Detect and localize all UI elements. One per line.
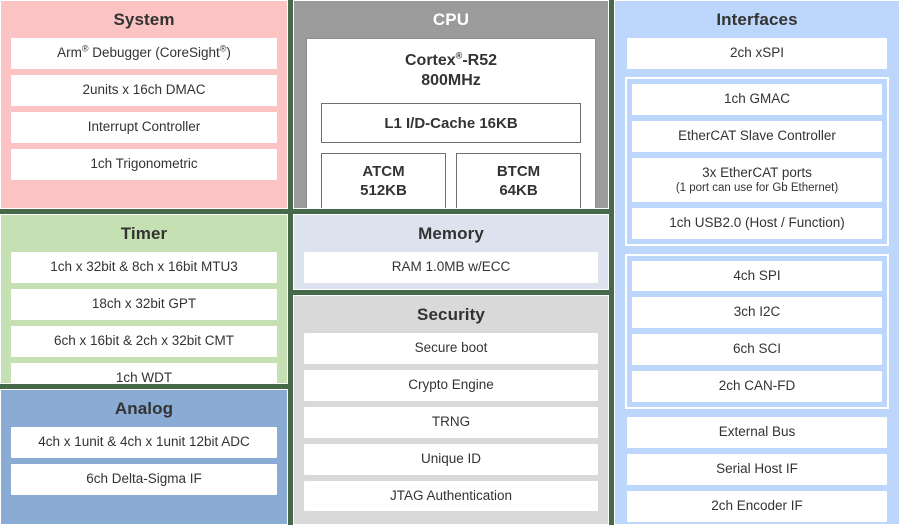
- memory-item-list: RAM 1.0MB w/ECC: [304, 252, 598, 283]
- interfaces-serial-group: 4ch SPI 3ch I2C 6ch SCI 2ch CAN-FD: [625, 253, 889, 410]
- block-timer: Timer 1ch x 32bit & 8ch x 16bit MTU3 18c…: [0, 213, 289, 385]
- interfaces-network-group: 1ch GMAC EtherCAT Slave Controller 3x Et…: [625, 76, 889, 246]
- interfaces-bus-group: External Bus Serial Host IF 2ch Encoder …: [625, 417, 889, 522]
- list-item: TRNG: [304, 406, 598, 438]
- cpu-core-frequency: 800MHz: [421, 72, 481, 89]
- list-item: Serial Host IF: [627, 453, 887, 485]
- list-item: 6ch SCI: [632, 334, 882, 366]
- list-item-note: (1 port can use for Gb Ethernet): [675, 181, 839, 194]
- block-interfaces: Interfaces 2ch xSPI 1ch GMAC EtherCAT Sl…: [613, 0, 900, 525]
- list-item: 2units x 16ch DMAC: [11, 74, 277, 106]
- list-item: 6ch Delta-Sigma IF: [11, 463, 277, 495]
- list-item: 1ch WDT: [11, 362, 277, 383]
- interfaces-stack: 2ch xSPI 1ch GMAC EtherCAT Slave Control…: [623, 38, 891, 522]
- list-item: 4ch x 1unit & 4ch x 1unit 12bit ADC: [11, 427, 277, 458]
- list-item: Arm® Debugger (CoreSight®): [11, 38, 277, 69]
- block-memory: Memory RAM 1.0MB w/ECC: [292, 213, 610, 291]
- block-title-timer: Timer: [120, 224, 168, 243]
- list-item: 3x EtherCAT ports (1 port can use for Gb…: [632, 157, 882, 202]
- block-cpu: CPU Cortex®-R52 800MHz L1 I/D-Cache 16KB…: [292, 0, 610, 210]
- block-security: Security Secure boot Crypto Engine TRNG …: [292, 294, 610, 525]
- list-item: 3ch I2C: [632, 297, 882, 329]
- registered-icon: ®: [81, 43, 89, 54]
- interfaces-top-group: 2ch xSPI: [625, 38, 889, 69]
- list-item: JTAG Authentication: [304, 480, 598, 512]
- list-item-label: 3x EtherCAT ports: [702, 164, 812, 180]
- list-item: 2ch CAN-FD: [632, 371, 882, 403]
- analog-item-list: 4ch x 1unit & 4ch x 1unit 12bit ADC 6ch …: [11, 427, 277, 495]
- block-title-memory: Memory: [418, 224, 484, 243]
- list-item: 18ch x 32bit GPT: [11, 288, 277, 320]
- block-title-system: System: [113, 10, 175, 29]
- list-item: 4ch SPI: [632, 260, 882, 292]
- cpu-atcm-name: ATCM: [362, 163, 405, 181]
- block-title-analog: Analog: [114, 399, 174, 418]
- system-item-list: Arm® Debugger (CoreSight®) 2units x 16ch…: [11, 38, 277, 180]
- list-item: Interrupt Controller: [11, 111, 277, 143]
- list-item: 1ch GMAC: [632, 83, 882, 115]
- cpu-atcm-box: ATCM 512KB: [321, 153, 446, 208]
- block-title-cpu: CPU: [432, 10, 470, 29]
- list-item: 1ch x 32bit & 8ch x 16bit MTU3: [11, 252, 277, 283]
- cpu-btcm-box: BTCM 64KB: [456, 153, 581, 208]
- middle-column: CPU Cortex®-R52 800MHz L1 I/D-Cache 16KB…: [292, 0, 610, 525]
- timer-item-list: 1ch x 32bit & 8ch x 16bit MTU3 18ch x 32…: [11, 252, 277, 383]
- list-item: Unique ID: [304, 443, 598, 475]
- list-item: External Bus: [627, 417, 887, 448]
- registered-icon: ®: [219, 43, 227, 54]
- security-item-list: Secure boot Crypto Engine TRNG Unique ID…: [304, 333, 598, 512]
- list-item: RAM 1.0MB w/ECC: [304, 252, 598, 283]
- list-item: 1ch USB2.0 (Host / Function): [632, 207, 882, 239]
- list-item: 1ch Trigonometric: [11, 148, 277, 180]
- cpu-core-name: Cortex®-R52 800MHz: [321, 51, 581, 91]
- block-analog: Analog 4ch x 1unit & 4ch x 1unit 12bit A…: [0, 388, 289, 525]
- right-column: Interfaces 2ch xSPI 1ch GMAC EtherCAT Sl…: [613, 0, 900, 525]
- list-item: Secure boot: [304, 333, 598, 364]
- list-item: 2ch xSPI: [627, 38, 887, 69]
- block-system: System Arm® Debugger (CoreSight®) 2units…: [0, 0, 289, 210]
- cpu-btcm-name: BTCM: [496, 163, 541, 181]
- block-title-security: Security: [417, 305, 485, 324]
- list-item: EtherCAT Slave Controller: [632, 120, 882, 152]
- left-column: System Arm® Debugger (CoreSight®) 2units…: [0, 0, 289, 525]
- cpu-cache-box: L1 I/D-Cache 16KB: [321, 103, 581, 143]
- list-item: 2ch Encoder IF: [627, 490, 887, 522]
- cpu-atcm-size: 512KB: [360, 182, 407, 199]
- block-title-interfaces: Interfaces: [716, 10, 798, 29]
- cpu-btcm-size: 64KB: [499, 182, 538, 199]
- cpu-core-card: Cortex®-R52 800MHz L1 I/D-Cache 16KB ATC…: [306, 38, 596, 208]
- registered-icon: ®: [455, 50, 463, 61]
- cpu-tcm-row: ATCM 512KB BTCM 64KB: [321, 153, 581, 208]
- list-item: Crypto Engine: [304, 369, 598, 401]
- list-item: 6ch x 16bit & 2ch x 32bit CMT: [11, 325, 277, 357]
